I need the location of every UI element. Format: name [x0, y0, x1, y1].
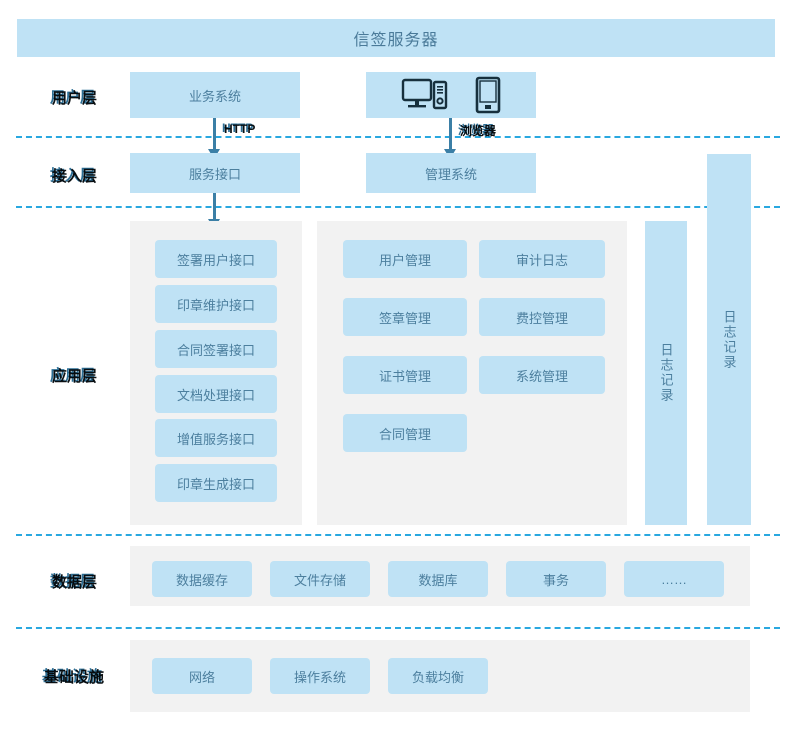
node-data-cache-label: 数据缓存	[175, 572, 228, 588]
node-service-interface[interactable]: 服务接口	[130, 153, 300, 193]
separator-user-access	[16, 136, 780, 138]
node-transaction-label: 事务	[542, 572, 569, 588]
layer-label-access-ghost: 接入层	[52, 168, 98, 185]
node-data-more[interactable]: ……	[624, 561, 724, 597]
arrow-devices-to-management-line	[449, 118, 452, 151]
node-log-record-left[interactable]: 日志记录	[645, 221, 687, 525]
node-audit-log[interactable]: 审计日志	[479, 240, 605, 278]
node-load-balancer-label: 负载均衡	[411, 669, 464, 685]
edge-label-browser: 浏览器 浏览器	[458, 121, 497, 138]
layer-label-data-text: 数据层	[50, 573, 96, 590]
node-user-management[interactable]: 用户管理	[343, 240, 467, 278]
diagram-title-bar: 信签服务器	[17, 19, 775, 57]
node-client-devices[interactable]	[366, 72, 536, 118]
node-sign-user-interface[interactable]: 签署用户接口	[155, 240, 277, 278]
node-file-storage[interactable]: 文件存储	[270, 561, 370, 597]
node-certificate-management[interactable]: 证书管理	[343, 356, 467, 394]
node-operating-system-label: 操作系统	[293, 669, 346, 685]
arrow-business-to-service-line	[213, 118, 216, 151]
separator-app-data	[16, 534, 780, 536]
edge-label-http-text: HTTP	[222, 121, 254, 135]
node-contract-sign-interface-label: 合同签署接口	[176, 342, 255, 358]
arrow-service-to-app-line	[213, 193, 216, 221]
node-seal-maintenance-interface-label: 印章维护接口	[176, 297, 255, 313]
node-database[interactable]: 数据库	[388, 561, 488, 597]
node-contract-management-label: 合同管理	[378, 426, 431, 442]
edge-label-http-ghost: HTTP	[224, 122, 256, 136]
node-contract-management[interactable]: 合同管理	[343, 414, 467, 452]
node-log-record-left-label: 日志记录	[658, 343, 674, 403]
edge-label-browser-ghost: 浏览器	[460, 124, 497, 138]
page-title: 信签服务器	[353, 32, 439, 49]
layer-label-access: 接入层 接入层	[50, 164, 98, 185]
node-file-storage-label: 文件存储	[293, 572, 346, 588]
node-operating-system[interactable]: 操作系统	[270, 658, 370, 694]
node-user-management-label: 用户管理	[378, 252, 431, 268]
node-sign-user-interface-label: 签署用户接口	[176, 252, 255, 268]
node-business-system-label: 业务系统	[188, 88, 241, 104]
node-system-management[interactable]: 系统管理	[479, 356, 605, 394]
node-transaction[interactable]: 事务	[506, 561, 606, 597]
layer-label-user-ghost: 用户层	[52, 90, 98, 107]
node-contract-sign-interface[interactable]: 合同签署接口	[155, 330, 277, 368]
node-seal-management[interactable]: 签章管理	[343, 298, 467, 336]
node-seal-generation-interface[interactable]: 印章生成接口	[155, 464, 277, 502]
node-cost-control-management-label: 费控管理	[515, 310, 568, 326]
node-certificate-management-label: 证书管理	[378, 368, 431, 384]
device-icon-group	[401, 76, 501, 114]
separator-access-app	[16, 206, 780, 208]
node-value-added-service-interface[interactable]: 增值服务接口	[155, 419, 277, 457]
node-log-record-right[interactable]: 日志记录	[707, 154, 751, 525]
node-audit-log-label: 审计日志	[515, 252, 568, 268]
layer-label-access-text: 接入层	[50, 167, 96, 184]
edge-label-browser-text: 浏览器	[458, 123, 495, 137]
layer-label-data: 数据层 数据层	[50, 570, 98, 591]
layer-label-infra-text: 基础设施	[42, 668, 103, 685]
edge-label-http: HTTP HTTP	[222, 121, 256, 136]
node-seal-management-label: 签章管理	[378, 310, 431, 326]
layer-label-app: 应用层 应用层	[50, 364, 98, 385]
node-cost-control-management[interactable]: 费控管理	[479, 298, 605, 336]
node-network[interactable]: 网络	[152, 658, 252, 694]
node-system-management-label: 系统管理	[515, 368, 568, 384]
node-load-balancer[interactable]: 负载均衡	[388, 658, 488, 694]
layer-label-infra-ghost: 基础设施	[44, 669, 105, 686]
layer-label-user: 用户层 用户层	[50, 86, 98, 107]
node-management-system-label: 管理系统	[424, 166, 477, 182]
node-service-interface-label: 服务接口	[188, 166, 241, 182]
node-data-cache[interactable]: 数据缓存	[152, 561, 252, 597]
node-seal-generation-interface-label: 印章生成接口	[176, 476, 255, 492]
separator-data-infra	[16, 627, 780, 629]
node-data-more-label: ……	[661, 571, 687, 587]
node-management-system[interactable]: 管理系统	[366, 153, 536, 193]
node-seal-maintenance-interface[interactable]: 印章维护接口	[155, 285, 277, 323]
mobile-phone-icon	[475, 76, 501, 114]
node-database-label: 数据库	[418, 572, 458, 588]
desktop-computer-icon	[401, 78, 448, 110]
node-document-process-interface[interactable]: 文档处理接口	[155, 375, 277, 413]
layer-label-user-text: 用户层	[50, 89, 96, 106]
node-document-process-interface-label: 文档处理接口	[176, 387, 255, 403]
node-business-system[interactable]: 业务系统	[130, 72, 300, 118]
layer-label-app-text: 应用层	[50, 367, 96, 384]
layer-label-data-ghost: 数据层	[52, 574, 98, 591]
layer-label-app-ghost: 应用层	[52, 368, 98, 385]
node-log-record-right-label: 日志记录	[721, 309, 737, 370]
node-network-label: 网络	[188, 669, 215, 685]
layer-label-infra: 基础设施 基础设施	[42, 665, 105, 686]
node-value-added-service-interface-label: 增值服务接口	[176, 431, 255, 447]
